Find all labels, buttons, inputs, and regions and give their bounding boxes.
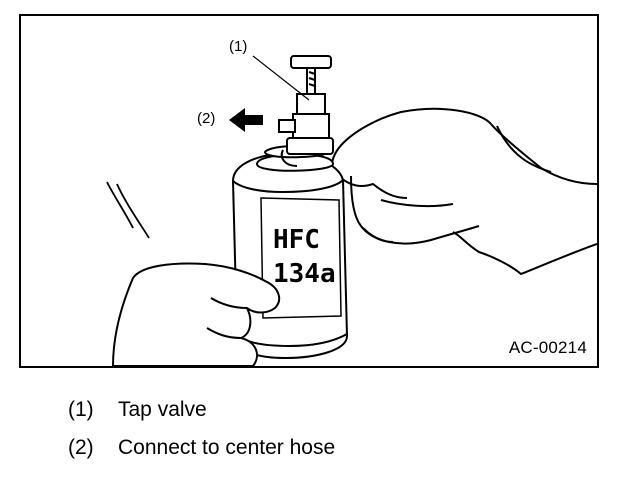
can-label-panel: [260, 197, 342, 319]
right-hand: [331, 107, 597, 275]
refrigerant-can-illustration: HFC 134a: [106, 55, 597, 366]
legend-number: (2): [68, 436, 94, 459]
legend-number: (1): [68, 398, 94, 421]
callout-2: (2): [197, 110, 216, 127]
left-arm: [106, 181, 150, 239]
legend-item: (1) Tap valve: [68, 398, 568, 436]
legend-item: (2) Connect to center hose: [68, 436, 568, 474]
legend: (1) Tap valve (2) Connect to center hose: [68, 398, 568, 474]
can-label-hfc: HFC: [273, 225, 320, 255]
figure-code: AC-00214: [508, 338, 587, 357]
legend-text: Connect to center hose: [118, 436, 336, 459]
legend-text: Tap valve: [118, 398, 207, 421]
left-hand: [112, 262, 281, 366]
callout-1-leader: [252, 55, 310, 101]
tap-valve: [278, 55, 334, 167]
left-arrow-icon: [229, 108, 263, 132]
illustration-frame: HFC 134a (1) (2) AC-00214: [19, 14, 599, 368]
can-label-134a: 134a: [273, 259, 336, 289]
callout-1: (1): [229, 38, 248, 55]
